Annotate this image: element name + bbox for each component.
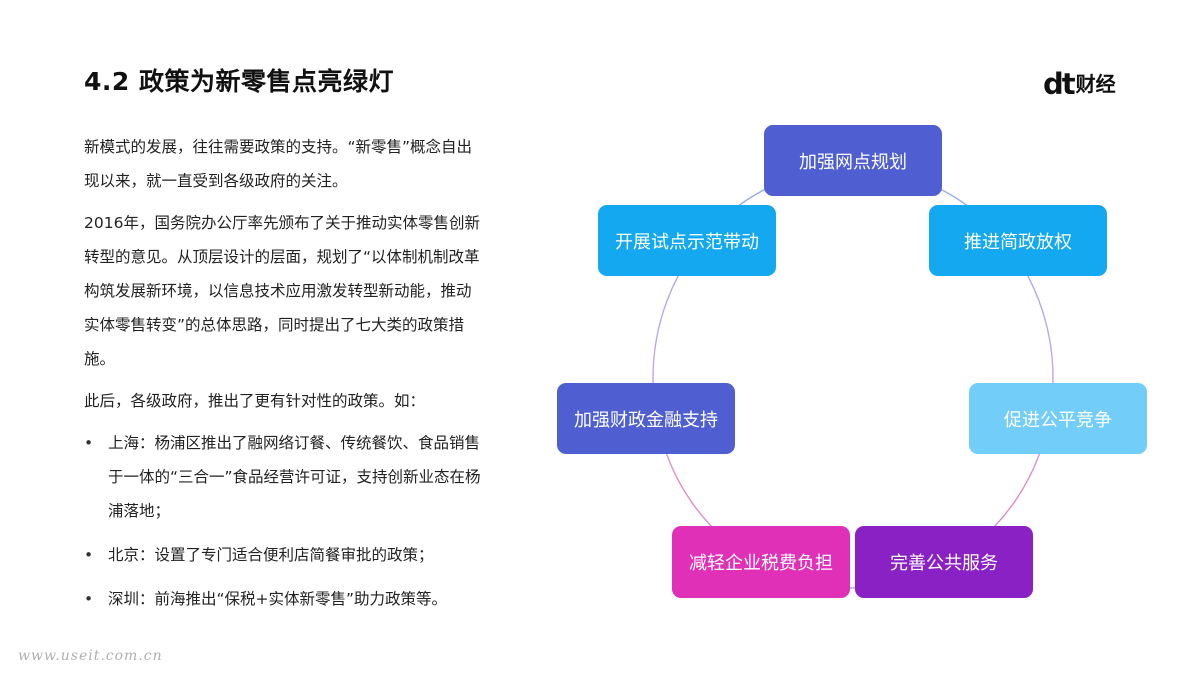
logo-mark: dt — [1043, 67, 1076, 101]
page-title: 4.2 政策为新零售点亮绿灯 — [84, 67, 394, 96]
node-fair-competition: 促进公平竞争 — [969, 383, 1147, 454]
paragraph-2016: 2016年，国务院办公厅率先颁布了关于推动实体零售创新转型的意见。从顶层设计的层… — [84, 214, 480, 368]
policy-text: 新模式的发展，往往需要政策的支持。“新零售”概念自出现以来，就一直受到各级政府的… — [84, 130, 484, 626]
logo-text: 财经 — [1075, 72, 1116, 96]
watermark: www.useit.com.cn — [18, 648, 163, 664]
brand-logo: dt 财经 — [1043, 69, 1116, 99]
node-financial-support: 加强财政金融支持 — [557, 383, 735, 454]
paragraph-intro: 新模式的发展，往往需要政策的支持。“新零售”概念自出现以来，就一直受到各级政府的… — [84, 138, 473, 190]
node-pilot-demonstration: 开展试点示范带动 — [598, 205, 776, 276]
node-simplify-administration: 推进简政放权 — [929, 205, 1107, 276]
node-tax-relief: 减轻企业税费负担 — [672, 526, 850, 598]
list-item-shanghai: 上海：杨浦区推出了融网络订餐、传统餐饮、食品销售于一体的“三合一”食品经营许可证… — [84, 426, 484, 528]
paragraph-since: 此后，各级政府，推出了更有针对性的政策。如： — [84, 392, 426, 410]
list-item-shenzhen: 深圳：前海推出“保税+实体新零售”助力政策等。 — [84, 582, 484, 616]
list-item-beijing: 北京：设置了专门适合便利店简餐审批的政策； — [84, 538, 484, 572]
node-public-services: 完善公共服务 — [855, 526, 1033, 598]
node-network-planning: 加强网点规划 — [764, 125, 942, 196]
policy-list: 上海：杨浦区推出了融网络订餐、传统餐饮、食品销售于一体的“三合一”食品经营许可证… — [84, 426, 484, 616]
